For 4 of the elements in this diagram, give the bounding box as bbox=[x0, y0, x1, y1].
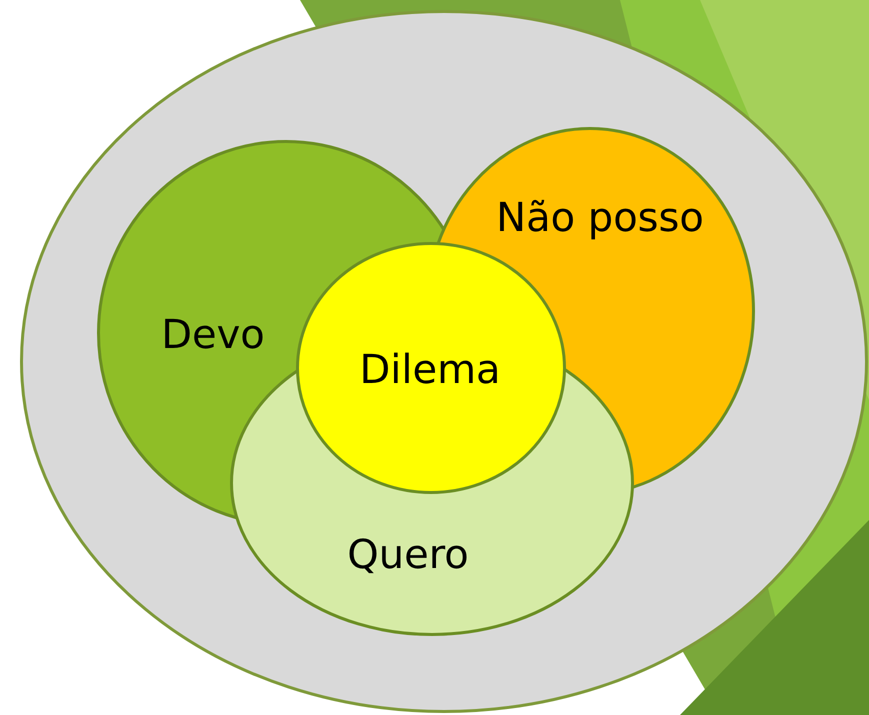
circle-label: Não posso bbox=[496, 198, 704, 238]
circle-label: Dilema bbox=[359, 350, 501, 390]
circle-label: Devo bbox=[161, 315, 265, 355]
circle-label: Quero bbox=[347, 535, 469, 575]
